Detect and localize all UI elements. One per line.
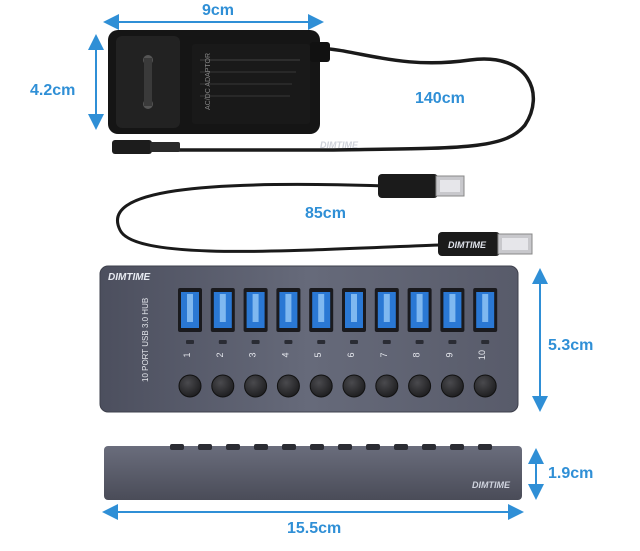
usb-port-2[interactable] (210, 288, 235, 332)
port-led-6 (350, 340, 358, 344)
side-vent (366, 444, 380, 450)
usb-port-4[interactable] (276, 288, 301, 332)
cable-watermark: DIMTIME (448, 240, 487, 250)
hub-height-label: 1.9cm (548, 465, 594, 482)
usb-port-10[interactable] (473, 288, 498, 332)
usb-port-8[interactable] (407, 288, 432, 332)
side-vent (254, 444, 268, 450)
side-watermark: DIMTIME (472, 480, 511, 490)
adapter-watermark: DIMTIME (320, 140, 359, 150)
usb-port-6[interactable] (342, 288, 366, 332)
side-vent (450, 444, 464, 450)
port-number-6: 6 (346, 352, 356, 357)
side-vent (226, 444, 240, 450)
hub-length-label: 15.5cm (287, 520, 342, 537)
adapter-height-label: 4.2cm (30, 82, 76, 99)
port-led-10 (481, 340, 490, 344)
side-vent (198, 444, 212, 450)
usb-port-5[interactable] (309, 288, 334, 332)
port-number-7: 7 (379, 352, 389, 357)
port-number-5: 5 (313, 352, 323, 357)
usb-cable (116, 174, 533, 256)
side-vent (170, 444, 184, 450)
hub-model-label: 10 PORT USB 3.0 HUB (141, 298, 150, 382)
port-switch-button-7[interactable] (375, 374, 399, 398)
port-led-1 (186, 340, 194, 344)
usb-port-9[interactable] (440, 288, 465, 332)
usb-cable-label: 85cm (305, 205, 346, 222)
adapter-print: AC/DC ADAPTOR (205, 53, 212, 110)
adapter-width-label: 9cm (202, 2, 235, 19)
port-led-8 (415, 340, 424, 344)
port-switch-button-6[interactable] (342, 374, 366, 398)
port-led-9 (448, 340, 457, 344)
port-switch-button-5[interactable] (309, 374, 333, 398)
usb-port-7[interactable] (374, 288, 399, 332)
port-number-8: 8 (412, 352, 422, 357)
power-adapter: AC/DC ADAPTOR (108, 30, 536, 154)
adapter-label-area (192, 44, 310, 124)
port-number-3: 3 (248, 352, 258, 357)
port-number-2: 2 (215, 352, 225, 357)
side-vent (338, 444, 352, 450)
port-led-5 (317, 340, 326, 344)
side-vent (394, 444, 408, 450)
usb-port-1[interactable] (178, 288, 202, 332)
usb-hub-side (104, 444, 522, 500)
port-led-3 (251, 340, 260, 344)
port-led-7 (382, 340, 391, 344)
port-switch-button-3[interactable] (244, 374, 268, 398)
port-led-2 (218, 340, 227, 344)
port-switch-button-1[interactable] (178, 374, 202, 398)
port-number-10: 10 (477, 350, 487, 360)
adapter-cable-label: 140cm (415, 90, 465, 107)
port-number-9: 9 (444, 352, 454, 357)
port-switch-button-2[interactable] (211, 374, 235, 398)
port-number-1: 1 (182, 352, 192, 357)
hub-watermark: DIMTIME (108, 272, 151, 283)
hub-depth-label: 5.3cm (548, 337, 594, 354)
usb-hub-top: 10 PORT USB 3.0 HUB 1 2 3 4 5 6 7 8 9 10 (99, 265, 519, 413)
port-switch-button-10[interactable] (473, 374, 497, 398)
port-switch-button-8[interactable] (408, 374, 432, 398)
side-vent (478, 444, 492, 450)
dimension-lines (88, 14, 548, 520)
port-switch-button-4[interactable] (276, 374, 300, 398)
side-vent (282, 444, 296, 450)
usb-port-3[interactable] (243, 288, 268, 332)
port-switch-button-9[interactable] (440, 374, 464, 398)
port-led-4 (284, 340, 293, 344)
side-vent (422, 444, 436, 450)
port-number-4: 4 (280, 352, 290, 357)
side-vent (310, 444, 324, 450)
